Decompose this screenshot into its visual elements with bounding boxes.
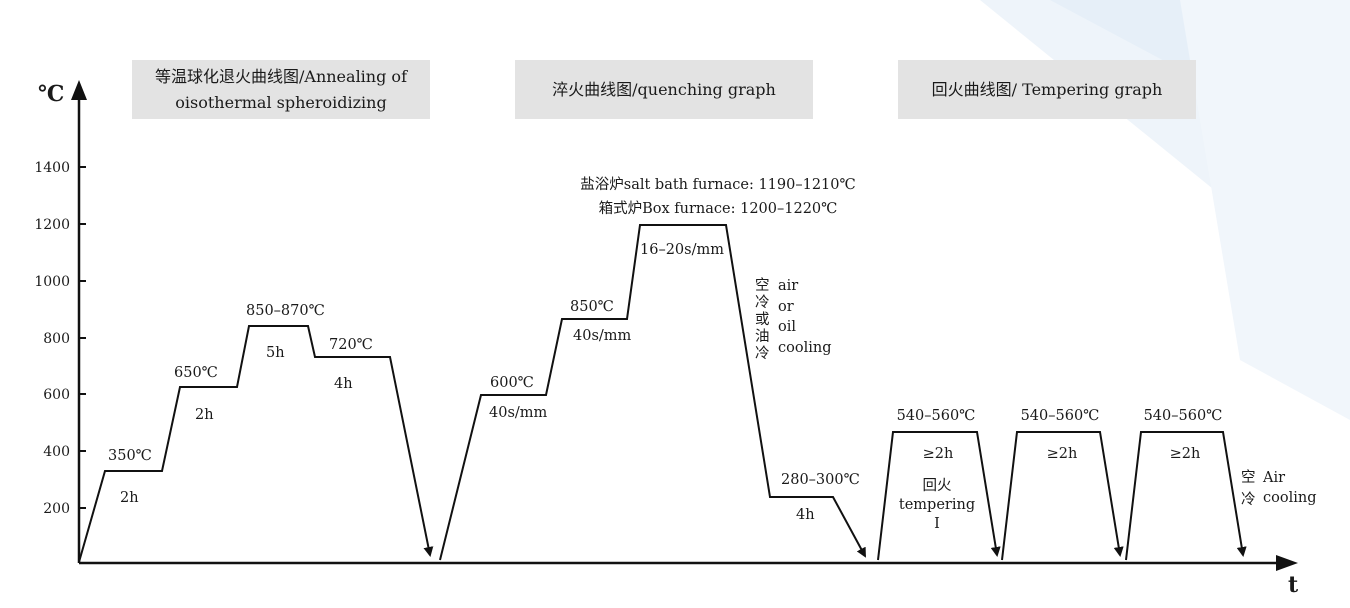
tempering-cycle-2-temp: 540–560℃ — [1021, 408, 1100, 424]
tempering-final-cooling-en-1: Air — [1262, 470, 1285, 486]
quenching-cooling-cn-1: 空 — [755, 277, 770, 294]
quenching-cooling-en-4: cooling — [778, 340, 831, 356]
tempering-cycle-2 — [1001, 431, 1124, 561]
header-tempering: 回火曲线图/ Tempering graph — [898, 60, 1196, 119]
quenching-cooling-en-1: air — [778, 278, 798, 294]
header-tempering-text: 回火曲线图/ Tempering graph — [932, 80, 1163, 99]
tempering-label-en: tempering — [899, 497, 975, 513]
quenching-cooling-cn-3: 或 — [755, 311, 770, 328]
tempering-cycle-3-time: ≥2h — [1170, 446, 1201, 462]
annealing-stage4-time: 4h — [334, 376, 353, 392]
quenching-furnace-box: 箱式炉Box furnace: 1200–1220℃ — [599, 200, 838, 217]
annealing-curve: 350℃ 2h 650℃ 2h 850–870℃ 5h 720℃ 4h — [78, 303, 434, 563]
tempering-cycle-1 — [877, 431, 1001, 561]
quenching-cooling-en-2: or — [778, 299, 794, 315]
quenching-cooling-en-3: oil — [778, 319, 796, 335]
tempering-final-cooling-en-2: cooling — [1263, 490, 1316, 506]
annealing-stage1-time: 2h — [120, 490, 139, 506]
header-annealing-line2: oisothermal spheroidizing — [175, 93, 386, 112]
tempering-cycle-3-temp: 540–560℃ — [1144, 408, 1223, 424]
y-axis-arrow — [71, 80, 87, 100]
annealing-stage1-temp: 350℃ — [108, 448, 152, 464]
annealing-stage2-temp: 650℃ — [174, 365, 218, 381]
quenching-stage1-temp: 600℃ — [490, 375, 534, 391]
header-annealing-line1: 等温球化退火曲线图/Annealing of — [155, 67, 408, 86]
annealing-stage2-time: 2h — [195, 407, 214, 423]
quenching-cooling-cn-4: 油 — [755, 328, 770, 345]
y-tick-label-200: 200 — [43, 501, 70, 517]
quenching-stage2-time: 40s/mm — [573, 328, 632, 344]
tempering-cycle-2-time: ≥2h — [1047, 446, 1078, 462]
annealing-stage3-time: 5h — [266, 345, 285, 361]
quenching-cooling-cn-2: 冷 — [755, 294, 770, 311]
y-axis-title: ℃ — [38, 81, 64, 107]
header-quenching: 淬火曲线图/quenching graph — [515, 60, 813, 119]
annealing-profile — [78, 325, 434, 563]
quenching-furnace-salt-bath: 盐浴炉salt bath furnace: 1190–1210℃ — [580, 176, 855, 193]
tempering-cycle-1-time: ≥2h — [923, 446, 954, 462]
quenching-stage3-time: 16–20s/mm — [640, 242, 724, 258]
y-tick-label-1000: 1000 — [34, 274, 70, 290]
annealing-stage3-temp: 850–870℃ — [246, 303, 325, 319]
tempering-label-cn: 回火 — [923, 477, 952, 494]
tempering-final-cooling-cn-1: 空 — [1241, 469, 1256, 486]
quenching-curve: 600℃ 40s/mm 850℃ 40s/mm 16–20s/mm 盐浴炉sal… — [439, 176, 866, 561]
x-axis-title: t — [1288, 572, 1299, 598]
y-tick-label-400: 400 — [43, 444, 70, 460]
tempering-curves: 540–560℃ 540–560℃ 540–560℃ ≥2h ≥2h ≥2h 回… — [877, 408, 1316, 561]
quenching-cooling-cn-5: 冷 — [755, 345, 770, 362]
tempering-label-roman: I — [934, 516, 940, 532]
header-quenching-text: 淬火曲线图/quenching graph — [552, 80, 776, 99]
y-tick-label-800: 800 — [43, 331, 70, 347]
quenching-stage4-time: 4h — [796, 507, 815, 523]
y-ticks: 200 400 600 800 1000 1200 1400 — [34, 160, 86, 517]
y-tick-label-1400: 1400 — [34, 160, 70, 176]
annealing-stage4-temp: 720℃ — [329, 337, 373, 353]
tempering-cycle-3 — [1125, 431, 1247, 561]
header-annealing: 等温球化退火曲线图/Annealing of oisothermal spher… — [132, 60, 430, 119]
tempering-final-cooling-cn-2: 冷 — [1241, 491, 1256, 508]
quenching-profile — [439, 224, 866, 561]
y-tick-label-1200: 1200 — [34, 217, 70, 233]
y-tick-label-600: 600 — [43, 387, 70, 403]
quenching-stage1-time: 40s/mm — [489, 405, 548, 421]
axes: ℃ t — [38, 80, 1299, 598]
quenching-stage4-temp: 280–300℃ — [781, 472, 860, 488]
quenching-stage2-temp: 850℃ — [570, 299, 614, 315]
tempering-cycle-1-temp: 540–560℃ — [897, 408, 976, 424]
x-axis-arrow — [1276, 555, 1298, 571]
